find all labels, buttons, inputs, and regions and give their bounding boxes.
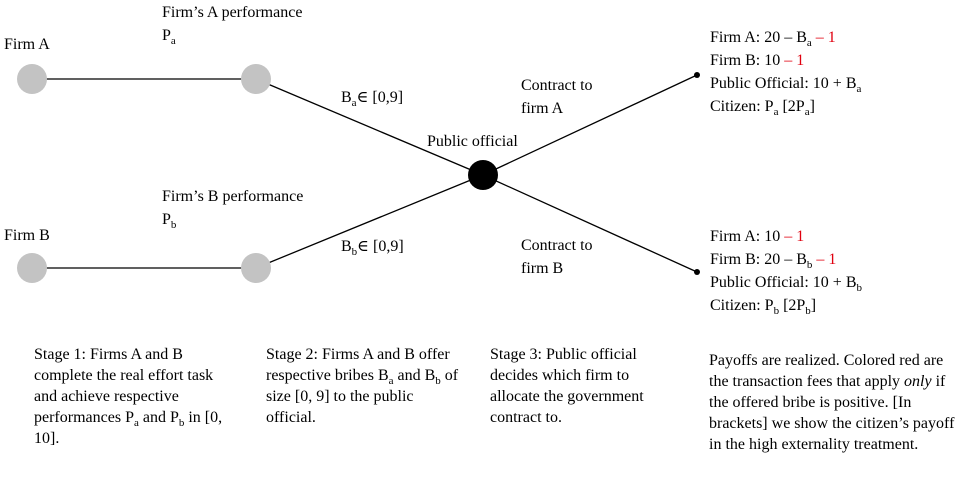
node-public-official [468, 160, 498, 190]
payoff-a-citizen: Citizen: Pa [2Pa] [710, 98, 815, 118]
stage-4-description: Payoffs are realized. Colored red are th… [709, 352, 955, 453]
bribe-b-label: Bb∈ [0,9] [341, 238, 404, 258]
public-official-label: Public official [427, 133, 518, 150]
payoff-b-citizen: Citizen: Pb [2Pb] [710, 297, 817, 317]
performance-b-label: Firm’s B performance [162, 188, 304, 205]
contract-a-label-line1: Contract to [521, 77, 593, 94]
stage-3-description: Stage 3: Public official decides which f… [490, 346, 644, 426]
edge-performance-b-to-official [255, 174, 484, 269]
node-firm-b [17, 253, 47, 283]
performance-a-symbol: Pa [162, 27, 176, 47]
node-performance-a [241, 64, 271, 94]
firm-b-label: Firm B [4, 227, 50, 244]
contract-a-label-line2: firm A [521, 100, 564, 117]
node-firm-a [17, 64, 47, 94]
stage-2-description: Stage 2: Firms A and B offer respective … [266, 346, 459, 426]
performance-b-symbol: Pb [162, 211, 177, 231]
contract-b-label-line2: firm B [521, 260, 564, 277]
payoff-b-official: Public Official: 10 + Bb [710, 274, 862, 294]
bribe-a-label: Ba∈ [0,9] [341, 89, 404, 109]
payoff-b-firm-a: Firm A: 10 – 1 [710, 228, 805, 245]
payoff-a-firm-a: Firm A: 20 – Ba – 1 [710, 29, 836, 49]
payoff-a-firm-b: Firm B: 10 – 1 [710, 52, 805, 69]
edge-performance-a-to-official [255, 78, 484, 176]
payoff-a-official: Public Official: 10 + Ba [710, 75, 862, 95]
node-performance-b [241, 253, 271, 283]
node-outcome-b [694, 269, 700, 275]
node-outcome-a [694, 72, 700, 78]
payoff-b-firm-b: Firm B: 20 – Bb – 1 [710, 251, 837, 271]
edge-contract-to-firm-a [482, 74, 698, 176]
contract-b-label-line1: Contract to [521, 237, 593, 254]
edge-contract-to-firm-b [482, 174, 698, 273]
stage-1-description: Stage 1: Firms A and B complete the real… [34, 346, 223, 447]
firm-a-label: Firm A [4, 36, 50, 53]
performance-a-label: Firm’s A performance [162, 4, 303, 21]
